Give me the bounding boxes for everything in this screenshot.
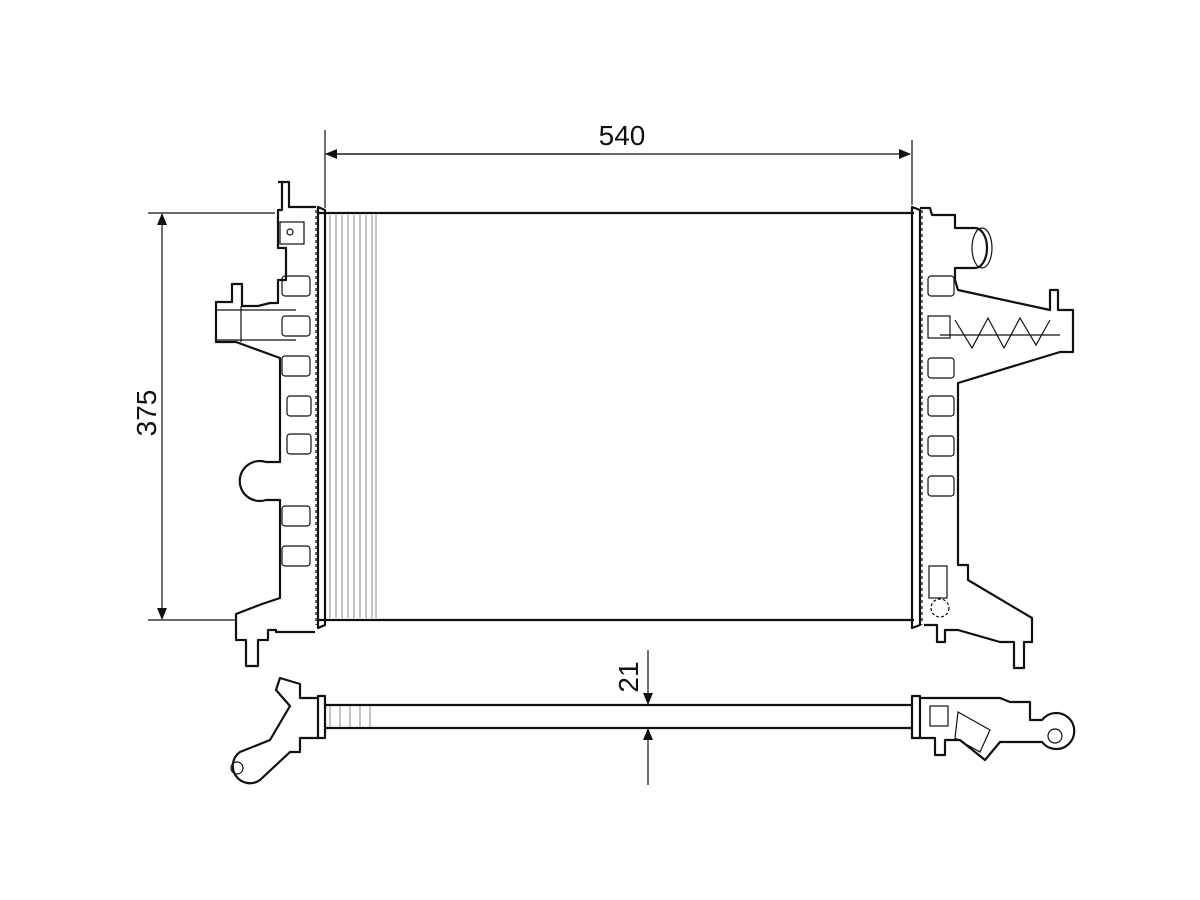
height-label: 375 — [131, 390, 162, 437]
width-label: 540 — [599, 120, 646, 151]
right-tank — [910, 205, 1075, 670]
depth-label: 21 — [613, 661, 644, 692]
width-dimension: 540 — [324, 120, 913, 208]
height-dimension: 375 — [131, 212, 275, 621]
radiator-core — [318, 211, 914, 622]
left-tank — [214, 180, 327, 668]
bottom-view — [230, 676, 1076, 785]
depth-dimension: 21 — [613, 650, 653, 785]
